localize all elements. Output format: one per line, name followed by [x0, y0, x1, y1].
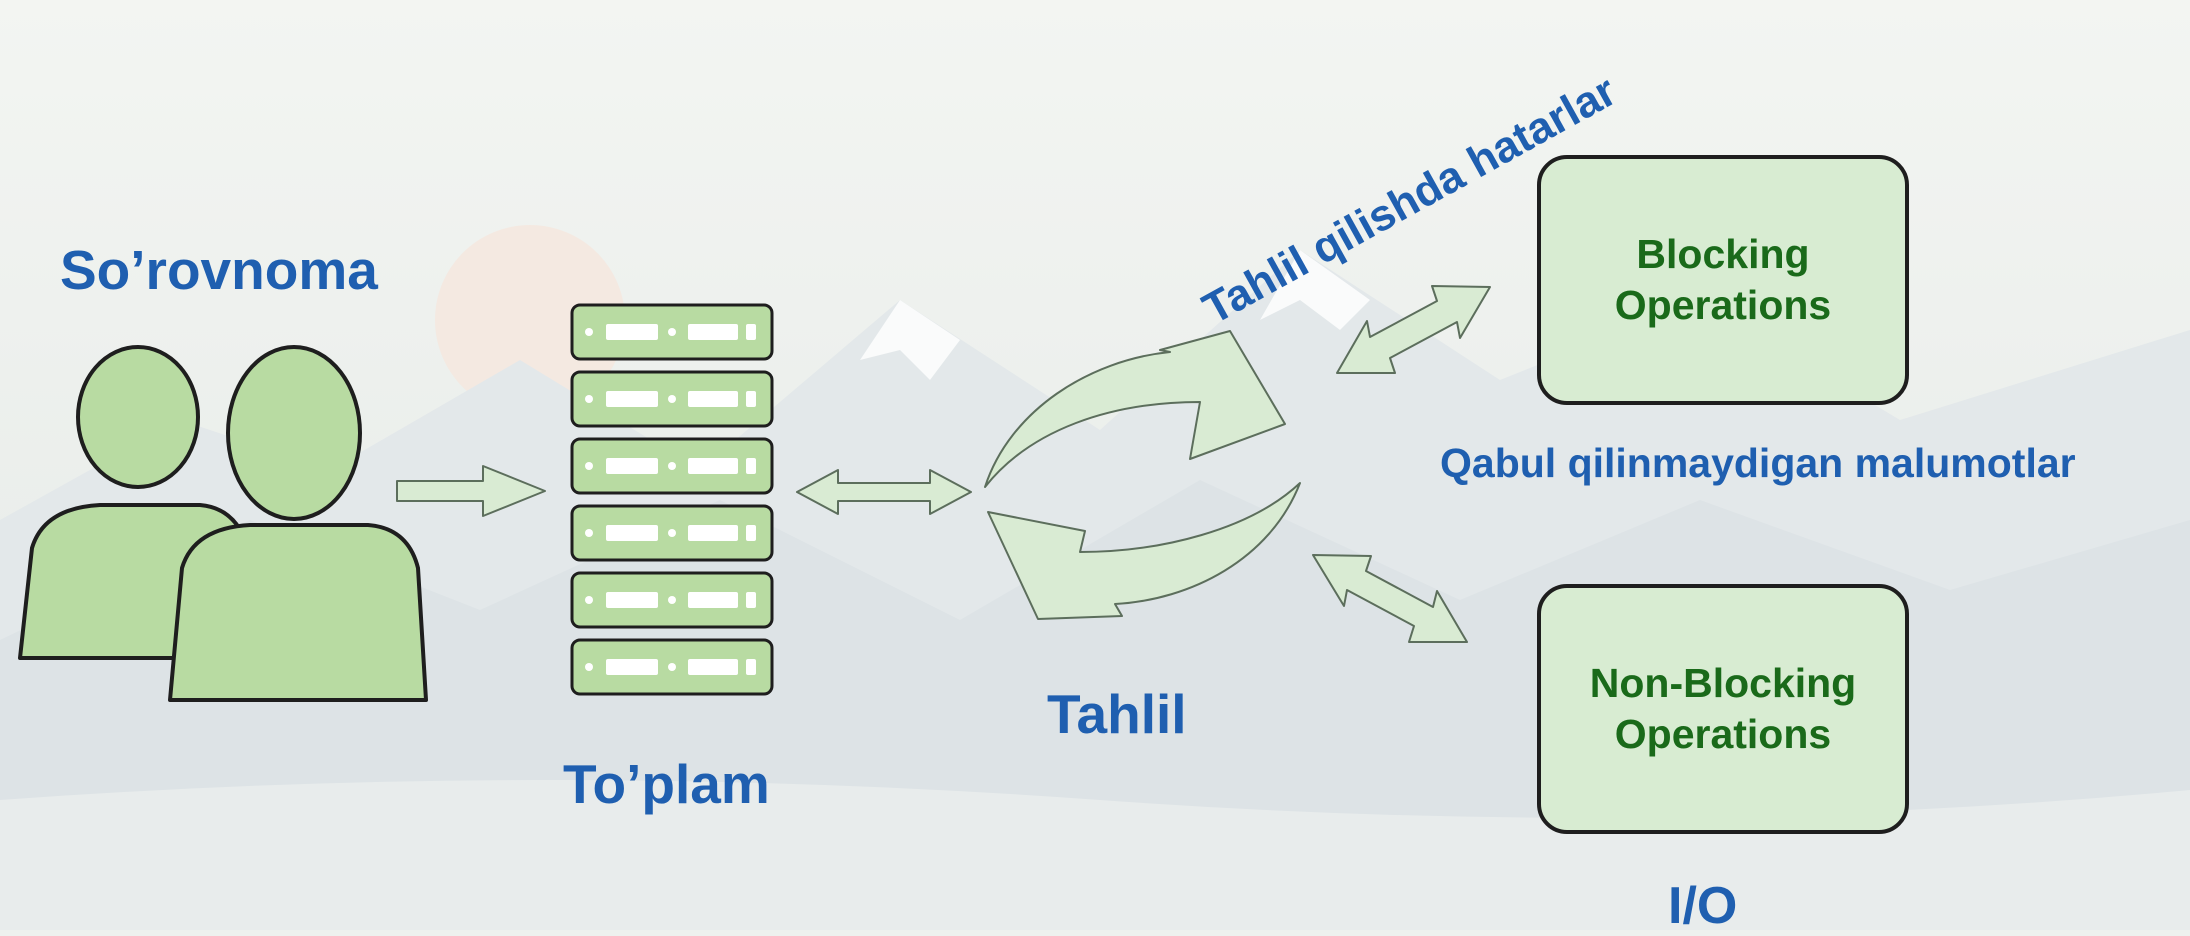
- unaccepted-data-label: Qabul qilinmaydigan malumotlar: [1440, 440, 2076, 486]
- cluster-label: To’plam: [563, 753, 770, 815]
- double-arrow-icon: [796, 469, 972, 515]
- io-label: I/O: [1668, 877, 1738, 935]
- server-unit: [570, 303, 774, 361]
- analysis-label: Tahlil: [1047, 683, 1187, 745]
- double-arrow-icon: [1312, 554, 1468, 643]
- blocking-operations-box: Blocking Operations: [1537, 155, 1909, 405]
- server-unit: [570, 571, 774, 629]
- server-unit: [570, 504, 774, 562]
- double-arrow-icon: [1336, 285, 1491, 374]
- server-unit: [570, 370, 774, 428]
- survey-label: So’rovnoma: [60, 239, 378, 301]
- cycle-arrows-icon: [984, 330, 1301, 620]
- non-blocking-operations-box: Non-Blocking Operations: [1537, 584, 1909, 834]
- server-unit: [570, 437, 774, 495]
- server-unit: [570, 638, 774, 696]
- right-arrow-icon: [396, 465, 546, 517]
